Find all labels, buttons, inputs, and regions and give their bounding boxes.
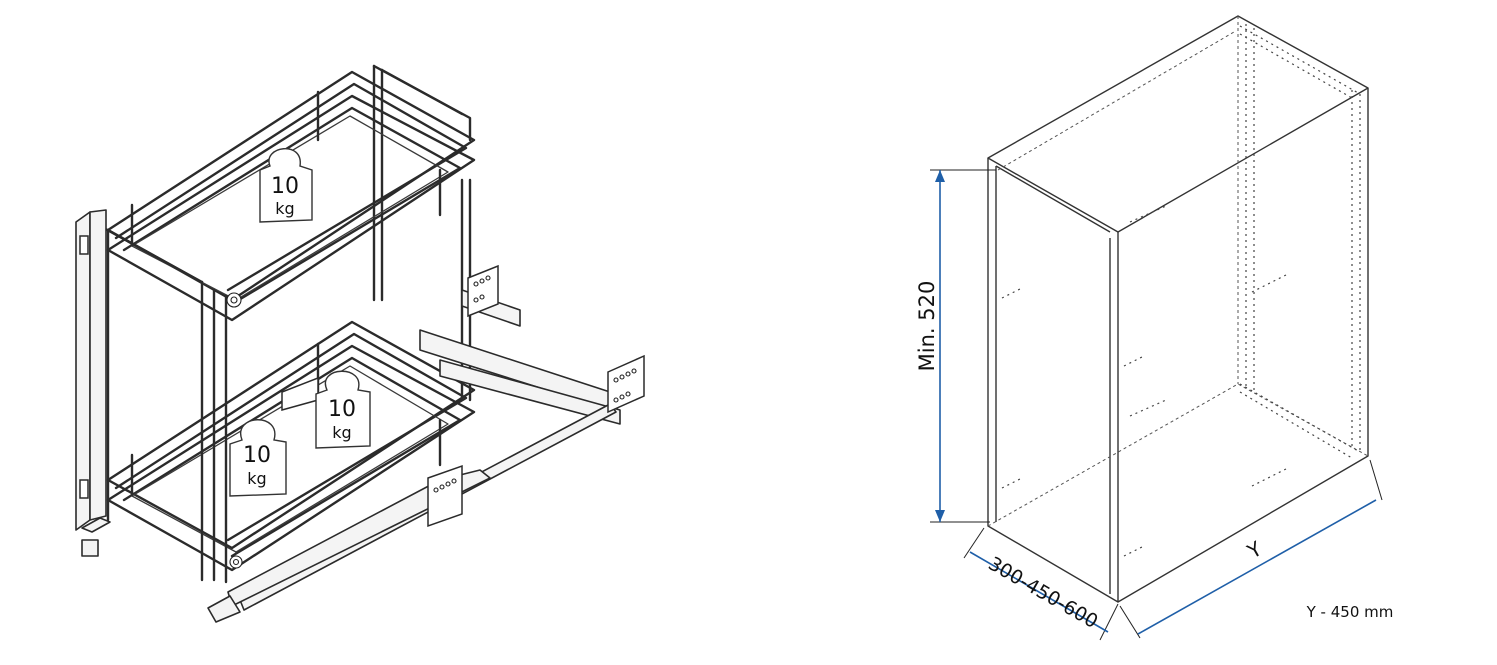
cabinet-hidden-edges [987,16,1369,527]
height-label: Min. 520 [915,281,939,372]
width-dimension: 300-450-600 [963,527,1119,641]
height-dimension: Min. 520 [915,169,996,523]
weight-unit: kg [275,199,294,218]
weight-icon [259,148,313,223]
cabinet-dimension-drawing: Min. 520 300-450-600 Y Y - 450 mm [915,15,1394,641]
weight-icon [229,419,287,497]
cabinet-outline [987,15,1369,603]
front-frame [98,224,228,584]
rear-mounting-plates [281,264,645,528]
weight-value: 10 [243,443,271,468]
depth-note: Y - 450 mm [1306,603,1394,621]
shelf-pin-holes [1001,205,1289,557]
weight-badge-top: 10 kg [259,148,313,223]
weight-badge-bottom: 10 kg [229,419,287,497]
front-mounting-bracket [75,209,243,569]
weight-icon [315,370,371,449]
weight-unit: kg [332,423,351,442]
bottom-basket [106,320,476,572]
weight-value: 10 [328,397,356,422]
weight-unit: kg [247,469,266,488]
weight-badge-middle: 10 kg [315,370,371,449]
weight-value: 10 [271,174,299,199]
width-label: 300-450-600 [984,553,1101,633]
pull-out-basket-drawing: 10 kg 10 kg 10 kg [75,64,645,623]
depth-label: Y [1242,536,1266,564]
